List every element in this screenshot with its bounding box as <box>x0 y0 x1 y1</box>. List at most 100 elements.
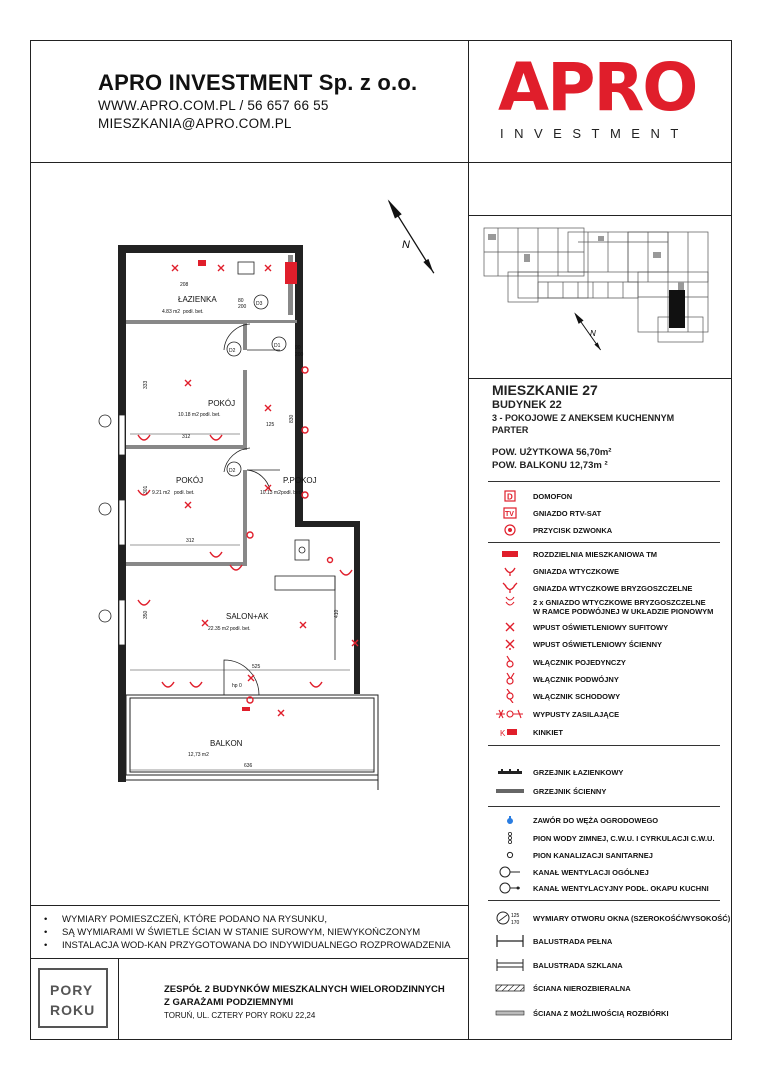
project-title-2: Z GARAŻAMI PODZIEMNYMI <box>164 997 294 1008</box>
info-column-divider <box>468 40 469 1040</box>
plan-notes: WYMIARY POMIESZCZEŃ, KTÓRE PODANO NA RYS… <box>38 913 450 952</box>
legend-solid-balustrade: BALUSTRADA PEŁNA <box>495 933 612 949</box>
legend-label: WPUST OŚWIETLENIOWY SUFITOWY <box>533 622 669 632</box>
svg-text:K: K <box>500 729 506 737</box>
door-tag-d2: D2 <box>229 348 236 354</box>
dim-label: 80 <box>238 298 244 304</box>
dim-label: 125 <box>266 422 275 428</box>
note-item: INSTALACJA WOD-KAN PRZYGOTOWANA DO INDYW… <box>38 939 450 952</box>
room-name-living: SALON+AK <box>226 612 269 621</box>
legend-removable-wall: ŚCIANA Z MOŻLIWOŚCIĄ ROZBIÓRKI <box>495 1005 669 1021</box>
legend-water-riser: PION WODY ZIMNEJ, C.W.U. I CYRKULACJI C.… <box>495 830 715 846</box>
tv-socket-icon: TV <box>503 507 517 519</box>
company-web-phone: WWW.APRO.COM.PL / 56 657 66 55 <box>98 98 329 113</box>
dim-label: 312 <box>186 538 195 544</box>
legend-double-socket-cont: W RAMCE PODWÓJNEJ W UKŁADZIE PIONOWYM <box>495 603 713 619</box>
legend-sewer-riser: PION KANALIZACJI SANITARNEJ <box>495 847 653 863</box>
room-area-room1: 10.18 m2 <box>178 412 199 418</box>
legend-label: WŁĄCZNIK PODWÓJNY <box>533 674 619 684</box>
legend-double-socket: 2 x GNIAZDO WTYCZKOWE BRYZGOSZCZELNE <box>495 594 706 610</box>
socket-icon <box>504 567 516 576</box>
apartment-highlight <box>669 290 685 328</box>
legend-wall-radiator: GRZEJNIK ŚCIENNY <box>495 783 606 799</box>
legend-fixed-wall: ŚCIANA NIEROZBIERALNA <box>495 980 631 996</box>
glass-balustrade-icon <box>496 959 524 971</box>
legend-label: 2 x GNIAZDO WTYCZKOWE BRYZGOSZCZELNE <box>533 597 706 607</box>
splashproof-socket-icon <box>502 582 518 593</box>
water-riser-icon <box>508 831 513 844</box>
legend-intercom: D DOMOFON <box>495 488 572 504</box>
removable-wall-icon <box>495 1010 525 1016</box>
room-area-bathroom: 4.83 m2 <box>162 309 180 315</box>
dim-label: 312 <box>182 434 191 440</box>
legend-label: PION WODY ZIMNEJ, C.W.U. I CYRKULACJI C.… <box>533 833 715 843</box>
fixed-wall-icon <box>495 984 525 992</box>
legend-label: GRZEJNIK ŁAZIENKOWY <box>533 767 624 777</box>
power-outlet-icon <box>496 709 523 719</box>
door-tag-d3: D3 <box>256 301 263 307</box>
legend-bath-radiator: GRZEJNIK ŁAZIENKOWY <box>495 764 623 780</box>
dim-label: 90 <box>295 345 301 351</box>
room-area-balcony: 12,73 m2 <box>188 752 209 758</box>
hood-vent-icon <box>499 882 520 894</box>
legend-label: KANAŁ WENTYLACJI OGÓLNEJ <box>533 867 649 877</box>
bell-button-icon <box>504 524 516 536</box>
pory-roku-line2: ROKU <box>50 1002 96 1018</box>
legend-label: WPUST OŚWIETLENIOWY ŚCIENNY <box>533 639 663 649</box>
legend-separator <box>488 806 720 807</box>
company-name: APRO INVESTMENT Sp. z o.o. <box>98 70 418 95</box>
legend-label: ŚCIANA Z MOŻLIWOŚCIĄ ROZBIÓRKI <box>533 1008 669 1018</box>
floor-plan: N <box>98 199 435 790</box>
apartment-usable-area: POW. UŻYTKOWA 56,70m² <box>492 447 612 458</box>
room-floor-room1: podł. bet. <box>200 412 221 418</box>
legend-label: ROZDZIELNIA MIESZKANIOWA TM <box>533 549 658 559</box>
garden-valve-icon <box>507 816 513 824</box>
vent-duct-icon <box>499 866 520 878</box>
keyplan-bottom-divider <box>468 378 732 379</box>
legend-tv: TV GNIAZDO RTV-SAT <box>495 505 601 521</box>
legend-garden-valve: ZAWÓR DO WĘŻA OGRODOWEGO <box>495 812 658 828</box>
room-name-bathroom: ŁAZIENKA <box>178 295 217 304</box>
dim-label: 333 <box>143 380 149 389</box>
intercom-icon: D <box>504 490 516 502</box>
legend-label: WŁĄCZNIK SCHODOWY <box>533 691 621 701</box>
room-name-hall: P.POKOJ <box>283 476 317 485</box>
electrical-marks <box>137 264 359 717</box>
sheet-frame <box>30 40 732 1040</box>
key-plan-north: N <box>590 329 596 338</box>
legend-label: GRZEJNIK ŚCIENNY <box>533 786 607 796</box>
legend-separator <box>488 745 720 746</box>
legend-separator <box>488 900 720 901</box>
room-floor-living: podł. bet. <box>230 626 251 632</box>
legend-separator <box>488 481 720 482</box>
site-key-plan: N <box>483 227 709 351</box>
room-name-room1: POKÓJ <box>208 399 235 408</box>
room-area-room2: 9.21 m2 <box>152 490 170 496</box>
legend-label: WYMIARY OTWORU OKNA (SZEROKOŚĆ/WYSOKOŚĆ) <box>533 913 731 923</box>
solid-balustrade-icon <box>496 935 524 947</box>
apro-logo: APRO INVESTMENT <box>498 55 713 142</box>
company-email: MIESZKANIA@APRO.COM.PL <box>98 116 292 131</box>
plan-bottom-divider <box>30 905 468 906</box>
legend-label: WYPUSTY ZASILAJĄCE <box>533 709 620 719</box>
apartment-type: 3 - POKOJOWE Z ANEKSEM KUCHENNYM <box>492 413 675 423</box>
room-floor-bathroom: podł. bet. <box>183 309 204 315</box>
dim-label: 525 <box>252 664 261 670</box>
svg-text:125: 125 <box>511 913 520 919</box>
legend-label: ŚCIANA NIEROZBIERALNA <box>533 983 631 993</box>
wall-light-icon <box>505 639 515 650</box>
dim-label: 200 <box>295 352 304 358</box>
legend-label: GNIAZDO RTV-SAT <box>533 508 602 518</box>
legend-socket: GNIAZDA WTYCZKOWE <box>495 563 619 579</box>
room-floor-room2: podł. bet. <box>174 490 195 496</box>
project-address: TORUŃ, UL. CZTERY PORY ROKU 22,24 <box>164 1011 316 1020</box>
dim-label: hp 0 <box>232 683 242 689</box>
legend-label: PION KANALIZACJI SANITARNEJ <box>533 850 653 860</box>
dim-label: 301 <box>143 485 149 494</box>
double-socket-icon <box>505 596 515 606</box>
project-title-1: ZESPÓŁ 2 BUDYNKÓW MIESZKALNYCH WIELORODZ… <box>164 984 445 995</box>
dim-label: 830 <box>289 414 295 423</box>
apartment-balcony-area: POW. BALKONU 12,73m ² <box>492 460 608 471</box>
legend-label: GNIAZDA WTYCZKOWE BRYZGOSZCZELNE <box>533 583 693 593</box>
